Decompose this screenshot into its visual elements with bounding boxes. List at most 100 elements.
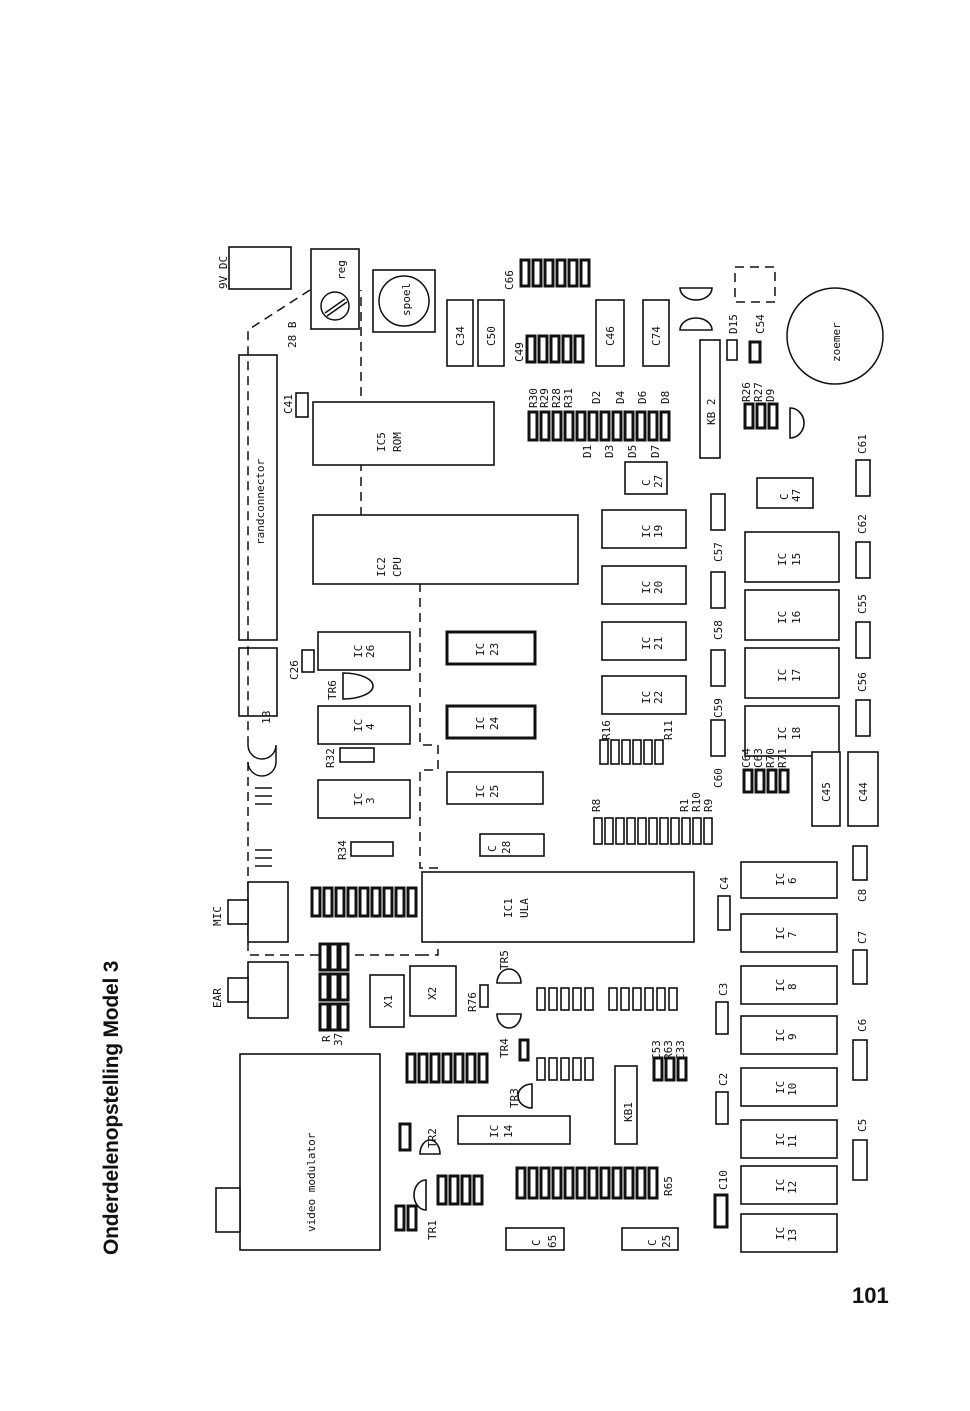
ic25-num: 25 (488, 785, 501, 798)
r16-label: R16 (600, 720, 613, 740)
c60-label: C60 (712, 768, 725, 788)
pin28-label: 28 B (286, 321, 299, 348)
tr6 (342, 672, 374, 700)
r11-label: R11 (662, 720, 675, 740)
coil-spoel (372, 269, 436, 333)
r37-array (318, 942, 350, 1032)
c44-label: C44 (857, 782, 870, 802)
edge-connector (238, 354, 278, 641)
c4-label: C4 (718, 876, 731, 890)
ic4 (317, 705, 411, 745)
ic11-name: IC (774, 1133, 787, 1146)
ic17 (744, 647, 840, 699)
tr3 (517, 1083, 533, 1109)
ic17-name: IC (776, 669, 789, 682)
resistor-row-tr5 (536, 987, 678, 1011)
ic22 (601, 675, 687, 715)
c25-c: C (646, 1239, 659, 1246)
c54-label: C54 (754, 314, 767, 334)
c65-c: C (530, 1239, 543, 1246)
r32 (339, 747, 375, 763)
ic3 (317, 779, 411, 819)
c5-label: C5 (856, 1119, 869, 1132)
ic8-name: IC (774, 979, 787, 992)
ic4-num: 4 (364, 723, 377, 730)
c8-label: C8 (856, 889, 869, 902)
d7-label: D7 (649, 445, 662, 458)
buzzer-zoemer (786, 287, 884, 385)
c26 (301, 649, 315, 673)
ear-plug (227, 977, 249, 1003)
ic14-num: 14 (502, 1124, 515, 1138)
kb1-connector (614, 1065, 638, 1145)
mic-jack (247, 881, 289, 943)
c27 (624, 461, 668, 495)
c64-r71-row (742, 768, 790, 794)
c41 (295, 392, 309, 418)
c74 (642, 299, 670, 367)
resistor-array-ic1 (310, 886, 418, 918)
ic16 (744, 589, 840, 641)
r70-label: R70 (764, 748, 777, 768)
transistor-shape (679, 287, 713, 301)
r63-label: R63 (662, 1040, 675, 1060)
edge-jumpers (255, 787, 272, 867)
c56-label: C56 (856, 672, 869, 692)
c65-n: 65 (546, 1235, 559, 1248)
c58 (710, 571, 726, 609)
c74-label: C74 (650, 326, 663, 346)
c44 (847, 751, 879, 827)
r76 (479, 984, 489, 1008)
c47-c: C (778, 493, 791, 500)
c58-label: C58 (712, 620, 725, 640)
ic2-cpu (312, 514, 579, 585)
ic2-name: IC2 (375, 557, 388, 577)
c27-n: 27 (652, 475, 665, 488)
tr1 (413, 1179, 427, 1211)
tr4-label: TR4 (498, 1038, 511, 1058)
resistor-row-tr3 (536, 1057, 594, 1081)
ic5-type: ROM (391, 432, 404, 452)
ic12 (740, 1165, 838, 1205)
ic8 (740, 965, 838, 1005)
ic7 (740, 913, 838, 953)
ic15-name: IC (776, 553, 789, 566)
ic9-num: 9 (786, 1033, 799, 1040)
c10-label: C10 (717, 1170, 730, 1190)
edge-connector-label: randconnector (254, 459, 267, 545)
ic20-name: IC (640, 581, 653, 594)
ic22-num: 22 (652, 691, 665, 704)
c56 (855, 699, 871, 737)
transistor-shape (679, 317, 713, 331)
ic21-num: 21 (652, 637, 665, 650)
rf-output (215, 1187, 241, 1233)
c57-label: C57 (712, 542, 725, 562)
ic6-name: IC (774, 873, 787, 886)
ear-label: EAR (211, 988, 224, 1008)
ic17-num: 17 (790, 669, 803, 682)
ic19-name: IC (640, 525, 653, 538)
d8-label: D8 (659, 391, 672, 404)
ic6 (740, 861, 838, 899)
ic13 (740, 1213, 838, 1253)
c63-label: C63 (752, 748, 765, 768)
r28-label: R28 (550, 388, 563, 408)
r16-r11-row (599, 739, 664, 765)
tr1-label: TR1 (426, 1220, 439, 1240)
c50-label: C50 (485, 326, 498, 346)
x2-label: X2 (426, 987, 439, 1000)
c7 (852, 949, 868, 985)
ic15 (744, 531, 840, 583)
ic16-num: 16 (790, 611, 803, 624)
c41-label: C41 (282, 394, 295, 414)
r37-label-r: R (320, 1035, 333, 1042)
tr5 (496, 968, 522, 984)
ic24-num: 24 (488, 716, 501, 730)
d9-label: D9 (764, 389, 777, 402)
ic21 (601, 621, 687, 661)
c6-label: C6 (856, 1019, 869, 1032)
ic3-name: IC (352, 793, 365, 806)
spoel-label: spoel (400, 283, 413, 316)
ic15-num: 15 (790, 553, 803, 566)
